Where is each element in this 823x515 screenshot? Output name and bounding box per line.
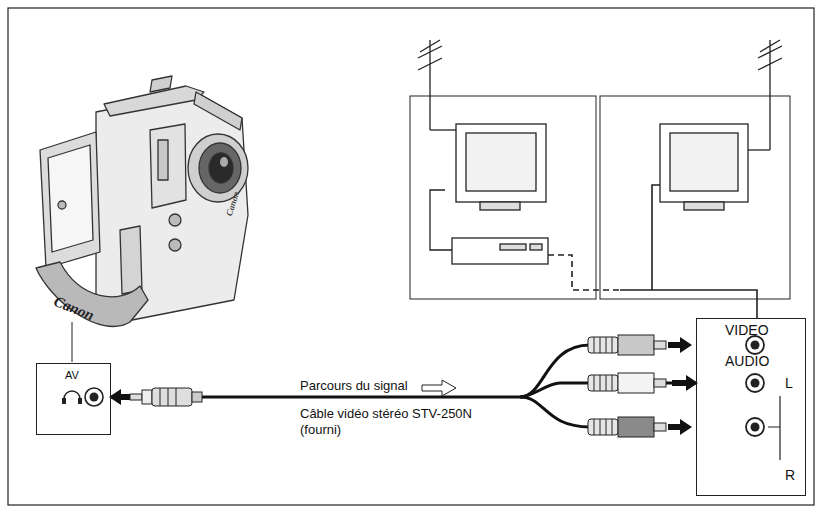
signal-arrow [422,380,456,396]
terminal-label: VIDEO [725,322,769,338]
av-jack [62,388,103,406]
terminal-label: AUDIO [725,353,769,369]
terminal-label: R [785,467,795,483]
tv-set-vcr [410,40,620,299]
rca-plugs [588,335,666,437]
plug-arrow [668,337,692,353]
cable-label: Câble vidéo stéréo STV-250N (fourni) [300,406,490,437]
mini-plug [130,388,202,406]
frame [8,8,814,505]
av-terminal-box: AV [36,363,111,435]
cable-branches [520,345,590,427]
tv-set [600,40,790,318]
terminal-label: AV [65,369,79,382]
camcorder [36,76,248,362]
signal-path-label: Parcours du signal [300,378,408,394]
plug-arrow [668,419,692,435]
input-terminal-panel: VIDEO AUDIO L R [696,318,806,496]
terminal-label: L [785,375,793,391]
